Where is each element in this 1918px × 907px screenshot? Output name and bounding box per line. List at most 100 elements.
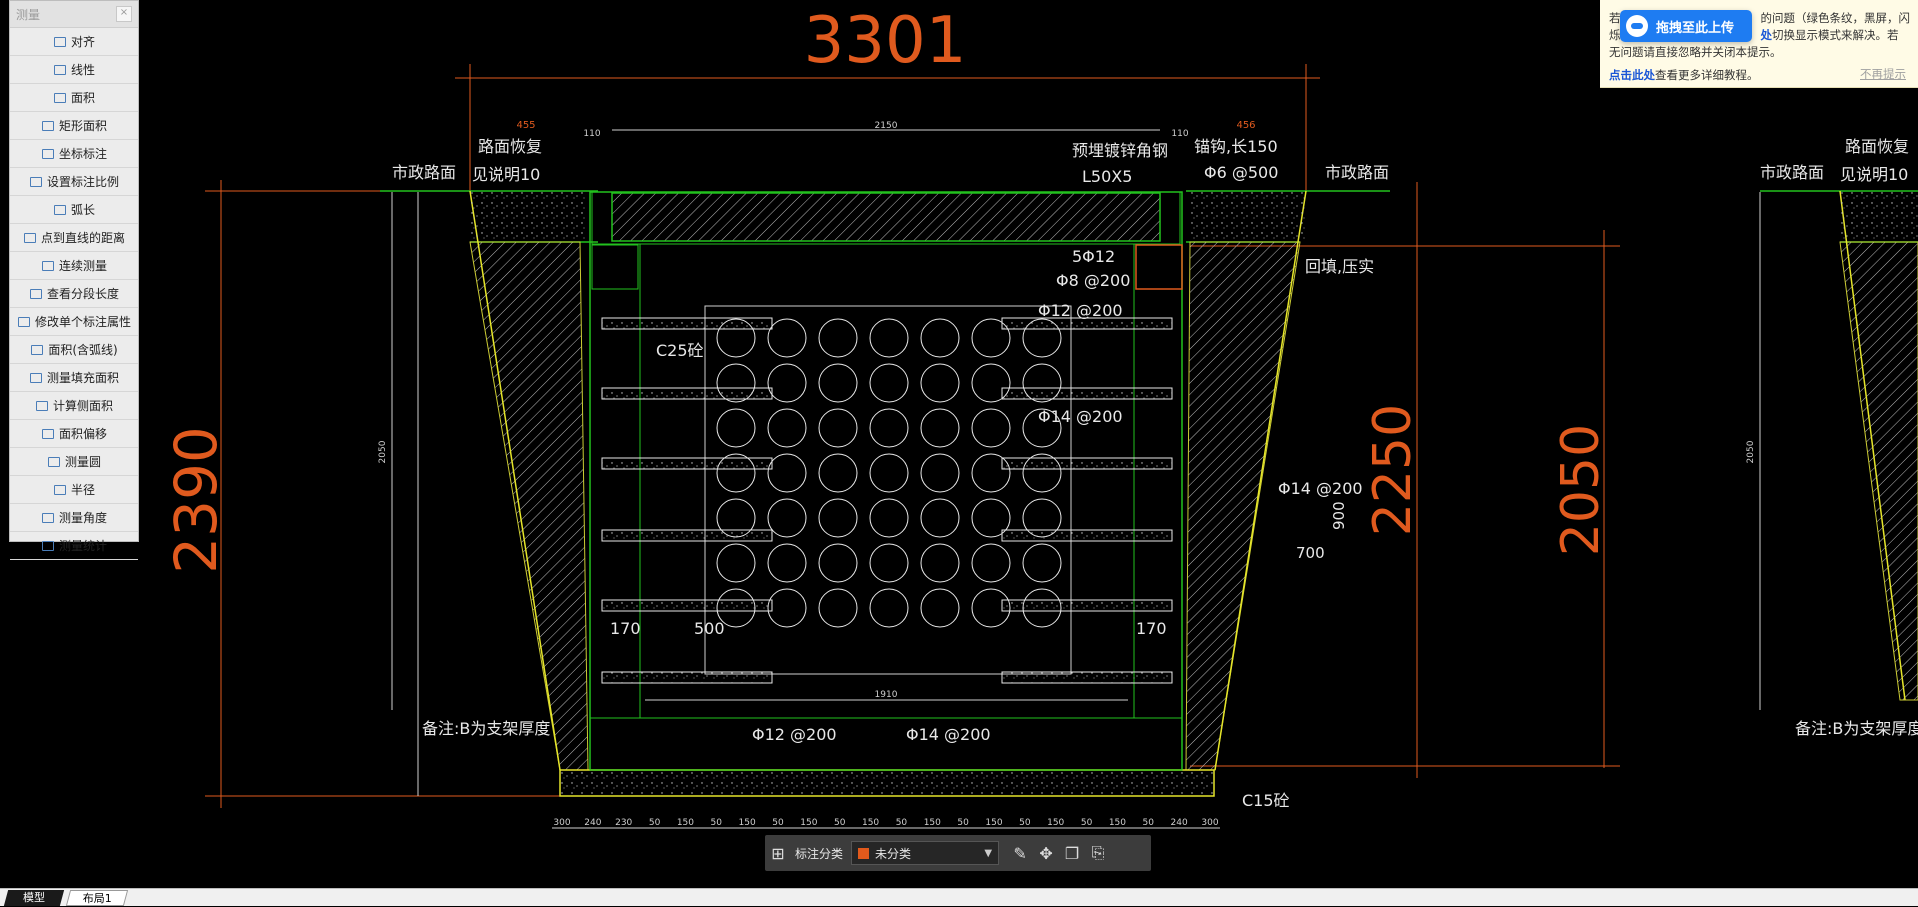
- cable-circle: [869, 588, 909, 628]
- tool-area-arc[interactable]: 面积(含弧线): [10, 336, 138, 364]
- tool-label: 面积偏移: [58, 427, 107, 441]
- tool-angle[interactable]: 测量角度: [10, 504, 138, 532]
- road-surface-left: [470, 191, 585, 241]
- cable-circle: [971, 318, 1011, 358]
- label-angle-steel-line1: 预埋镀锌角钢: [1072, 141, 1168, 160]
- dim-456: 456: [1236, 120, 1255, 131]
- tool-area[interactable]: 面积: [10, 84, 138, 112]
- cable-circle: [716, 363, 756, 403]
- label-restore-line1: 路面恢复: [478, 137, 542, 156]
- tool-fill-area[interactable]: 测量填充面积: [10, 364, 138, 392]
- tab-label: 模型: [23, 891, 45, 904]
- tab-layout1[interactable]: 布局1: [65, 890, 129, 906]
- tool-arc-length[interactable]: 弧长: [10, 196, 138, 224]
- tool-area-offset[interactable]: 面积偏移: [10, 420, 138, 448]
- tool-continuous[interactable]: 连续测量: [10, 252, 138, 280]
- label-rebar-phi8: Φ8 @200: [1056, 271, 1130, 290]
- dim-110-left: 110: [583, 129, 600, 139]
- notice-line-4: 点击此处查看更多详细教程。: [1609, 67, 1759, 83]
- cable-tray: [601, 671, 773, 684]
- cable-circle: [767, 543, 807, 583]
- tool-side-area[interactable]: 计算侧面积: [10, 392, 138, 420]
- tool-align[interactable]: 对齐: [10, 28, 138, 56]
- tool-linear[interactable]: 线性: [10, 56, 138, 84]
- label-900: 900: [1330, 501, 1348, 530]
- cover-slab: [611, 192, 1161, 242]
- bottom-dim-label: 230: [615, 818, 632, 828]
- bottom-dim-label: 50: [772, 818, 784, 828]
- cable-circle: [818, 453, 858, 493]
- area-icon: [53, 92, 66, 103]
- corner-block-right: [1135, 244, 1183, 290]
- tool-label: 坐标标注: [58, 147, 107, 161]
- tool-edit-dim[interactable]: 修改单个标注属性: [10, 308, 138, 336]
- drag-upload-button[interactable]: 拖拽至此上传: [1620, 10, 1752, 42]
- tab-model[interactable]: 模型: [3, 890, 65, 906]
- chevron-down-icon: ▼: [984, 847, 993, 859]
- cable-tray: [1001, 671, 1173, 684]
- cad-drawing-canvas[interactable]: 3301 2390 2250 2050 2050 2050 2150 455 4…: [0, 0, 1918, 888]
- tool-statistics[interactable]: 测量统计: [10, 532, 138, 560]
- grid-icon[interactable]: ⊞: [771, 843, 785, 863]
- bottom-dim-label: 50: [834, 818, 846, 828]
- tutorial-link[interactable]: 点击此处: [1609, 68, 1655, 82]
- side-area-icon: [35, 400, 48, 411]
- linear-icon: [53, 64, 66, 75]
- cable-circle: [818, 543, 858, 583]
- cable-trays: [601, 317, 1173, 684]
- bottom-dim-label: 300: [553, 818, 570, 828]
- soil-hatch-far-right: [1839, 241, 1918, 701]
- category-select[interactable]: 未分类 ▼: [851, 841, 1000, 865]
- tool-coordinate[interactable]: 坐标标注: [10, 140, 138, 168]
- tool-segment-length[interactable]: 查看分段长度: [10, 280, 138, 308]
- cable-bundle-frame: [704, 305, 1072, 675]
- label-700: 700: [1296, 544, 1325, 562]
- label-anchor-line2: Φ6 @500: [1204, 163, 1278, 182]
- area-arc-icon: [30, 344, 44, 355]
- tool-circle[interactable]: 测量圆: [10, 448, 138, 476]
- tool-label: 测量圆: [64, 455, 101, 469]
- segment-icon: [29, 288, 42, 299]
- cable-circle: [716, 543, 756, 583]
- cable-circle: [1022, 453, 1062, 493]
- notice-text: 切换显示模式来解决。若: [1772, 28, 1899, 42]
- edit-icon[interactable]: ✎: [1013, 843, 1027, 863]
- cable-circle: [920, 363, 960, 403]
- label-rebar-5phi12: 5Φ12: [1072, 247, 1115, 266]
- label-c25: C25砼: [656, 341, 704, 360]
- cable-circle: [971, 363, 1011, 403]
- dimension-category-toolbar: ⊞ 标注分类 未分类 ▼ ✎ ✥ ❐ ⎘: [765, 835, 1151, 871]
- tool-point-line-distance[interactable]: 点到直线的距离: [10, 224, 138, 252]
- base-slab-inner: [589, 717, 1183, 771]
- bottom-dim-label: 150: [985, 818, 1002, 828]
- cable-circle: [920, 453, 960, 493]
- copy-icon[interactable]: ❐: [1064, 843, 1080, 863]
- base-slab: [559, 769, 1215, 797]
- switch-mode-link[interactable]: 处: [1760, 28, 1773, 42]
- cable-circle: [767, 363, 807, 403]
- move-icon[interactable]: ✥: [1039, 843, 1053, 863]
- paste-icon[interactable]: ⎘: [1091, 843, 1105, 862]
- measure-panel-title: 测量: [16, 7, 41, 22]
- tool-label: 测量角度: [58, 511, 107, 525]
- label-phi14-200-right: Φ14 @200: [1278, 479, 1363, 498]
- edit-icon: [17, 316, 30, 327]
- dim-1910: 1910: [875, 690, 898, 700]
- label-c15: C15砼: [1242, 791, 1290, 810]
- road-surface-right: [1190, 191, 1306, 241]
- tool-radius[interactable]: 半径: [10, 476, 138, 504]
- close-icon[interactable]: ×: [116, 6, 132, 22]
- dont-show-again-link[interactable]: 不再提示: [1860, 67, 1906, 81]
- cable-circle: [1022, 543, 1062, 583]
- bottom-dim-label: 50: [1143, 818, 1155, 828]
- cable-circle: [920, 498, 960, 538]
- measure-panel-header: 测量 ×: [10, 1, 138, 28]
- tool-rect-area[interactable]: 矩形面积: [10, 112, 138, 140]
- tool-set-scale[interactable]: 设置标注比例: [10, 168, 138, 196]
- cable-tray: [1001, 529, 1173, 542]
- category-color-swatch: [858, 847, 870, 859]
- measure-panel: 测量 × 对齐 线性 面积 矩形面积 坐标标注 设置标注比例 弧长 点到直线的距…: [9, 0, 139, 560]
- cable-circle: [767, 453, 807, 493]
- corner-block-left: [591, 244, 639, 290]
